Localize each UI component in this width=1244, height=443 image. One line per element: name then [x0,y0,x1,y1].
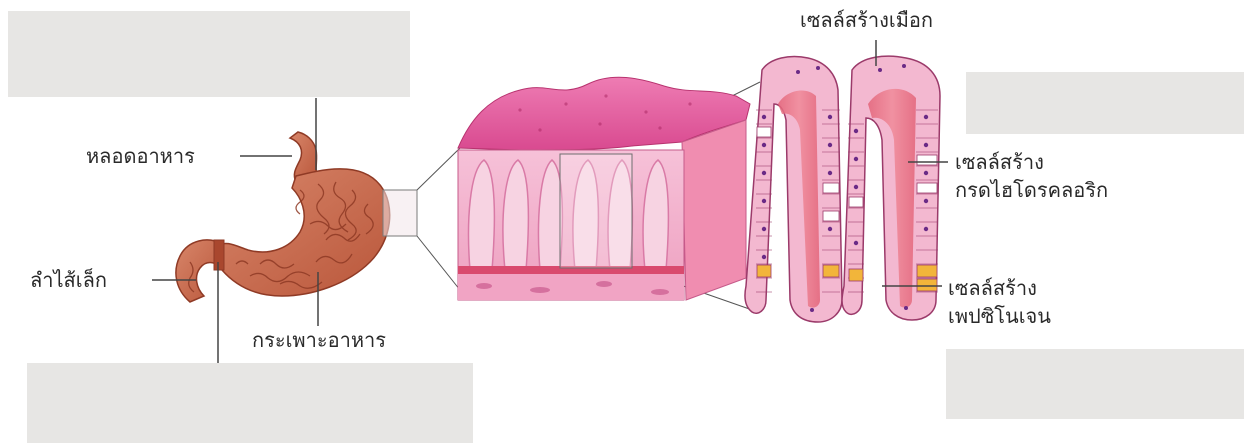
label-hcl-cell-line1: เซลล์สร้าง [955,148,1108,176]
label-hcl-cell-line2: กรดไฮโดรคลอริก [955,176,1108,204]
label-pepsin-cell-line2: เพปซิโนเจน [948,302,1051,330]
stomach-wall-block [458,77,750,300]
label-stomach: กระเพาะอาหาร [252,326,386,354]
label-hcl-cell: เซลล์สร้าง กรดไฮโดรคลอริก [955,148,1108,204]
label-esophagus: หลอดอาหาร [86,142,195,170]
gastric-glands-enlarged [745,56,940,322]
label-mucous-cell: เซลล์สร้างเมือก [800,6,933,34]
stomach-organ [176,132,417,302]
label-pepsinogen-cell: เซลล์สร้าง เพปซิโนเจน [948,274,1051,330]
label-pepsin-cell-line1: เซลล์สร้าง [948,274,1051,302]
label-small-intestine: ลำไส้เล็ก [30,266,107,294]
stomach-body [215,169,390,296]
block-side-face [682,120,746,300]
